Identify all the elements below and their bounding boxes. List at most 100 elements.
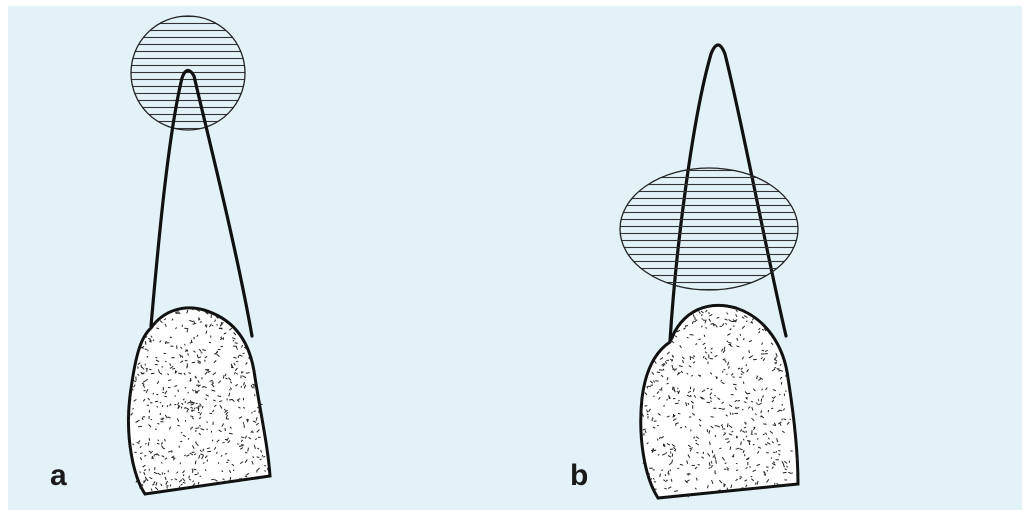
stipple-mark [693,356,695,357]
stipple-mark [698,339,700,340]
stipple-mark [740,310,742,311]
stipple-mark [673,387,674,391]
stipple-mark [217,324,218,326]
stipple-mark [741,374,743,375]
stipple-mark [185,388,186,389]
stipple-mark [727,488,728,490]
stipple-mark [710,324,713,325]
stipple-mark [191,411,193,412]
stipple-mark [745,422,746,424]
stipple-mark [720,326,722,327]
highlight-zone-mid-root [620,168,798,290]
stipple-mark [223,337,224,340]
stipple-mark [141,365,142,368]
tooth-crown [641,305,798,498]
stipple-mark [725,439,729,440]
stipple-mark [740,334,741,336]
diagram-canvas: a b [8,6,1022,510]
stipple-mark [152,456,153,459]
stipple-mark [129,419,130,421]
highlight-zone-apex [131,16,245,130]
stipple-mark [689,417,691,418]
panel-a: a [50,16,270,494]
stipple-mark [212,325,214,326]
stipple-mark [212,440,213,442]
stipple-mark [257,457,260,458]
stipple-mark [698,465,700,466]
stipple-mark [753,444,755,445]
stipple-mark [762,389,763,391]
stipple-mark [797,474,798,477]
stipple-mark [165,343,166,344]
stipple-mark [652,449,653,452]
stipple-mark [254,395,255,397]
stipple-mark [771,458,772,459]
stipple-mark [677,331,679,332]
stipple-mark [676,423,679,424]
stipple-mark [727,423,728,427]
stipple-mark [664,488,666,489]
stipple-mark [175,396,176,397]
stipple-mark [257,470,258,473]
stipple-mark [155,401,158,402]
stipple-mark [202,387,203,388]
stipple-mark [744,338,745,340]
stipple-mark [181,432,182,433]
stipple-mark [160,413,161,415]
stipple-mark [151,373,155,374]
stipple-mark [259,409,260,413]
stipple-mark [757,376,758,378]
stipple-mark [733,377,735,378]
stipple-mark [230,477,231,481]
stipple-mark [140,453,142,454]
stipple-mark [709,468,711,469]
stipple-mark [151,419,153,420]
stipple-mark [704,335,705,337]
stipple-mark [207,460,208,462]
stipple-mark [674,419,676,420]
stipple-mark [185,344,186,346]
stipple-mark [783,472,787,473]
stipple-mark [645,406,648,407]
stipple-mark [740,477,743,478]
stipple-mark [193,309,194,311]
stipple-mark [730,447,731,450]
stipple-mark [145,444,146,445]
stipple-mark [144,456,146,457]
stipple-mark [708,485,709,488]
stipple-mark [246,373,250,374]
stipple-mark [715,470,716,472]
stipple-mark [206,325,207,328]
stipple-mark [262,455,263,457]
stipple-mark [227,460,229,461]
stipple-mark [690,335,694,336]
stipple-mark [222,479,224,480]
stipple-mark [207,422,208,423]
stipple-mark [193,481,194,483]
stipple-mark [241,371,242,373]
stipple-mark [667,399,668,401]
stipple-mark [185,420,186,422]
stipple-mark [674,451,676,452]
stipple-mark [670,449,673,450]
stipple-mark [235,343,238,344]
stipple-mark [198,406,202,407]
stipple-mark [716,460,717,464]
stipple-mark [244,424,245,428]
stipple-mark [189,476,190,479]
stipple-mark [163,448,165,449]
stipple-mark [736,463,738,464]
stipple-mark [658,455,660,456]
stipple-mark [165,361,166,362]
stipple-mark [133,408,134,410]
stipple-mark [148,442,149,446]
panel-label-b: b [570,459,588,492]
diagram-figure: a b [8,6,1022,510]
stipple-mark [226,419,229,420]
stipple-mark [188,392,189,393]
stipple-mark [196,403,198,404]
stipple-mark [739,478,741,479]
stipple-mark [165,439,166,441]
stipple-mark [758,399,759,401]
stipple-mark [229,433,233,434]
